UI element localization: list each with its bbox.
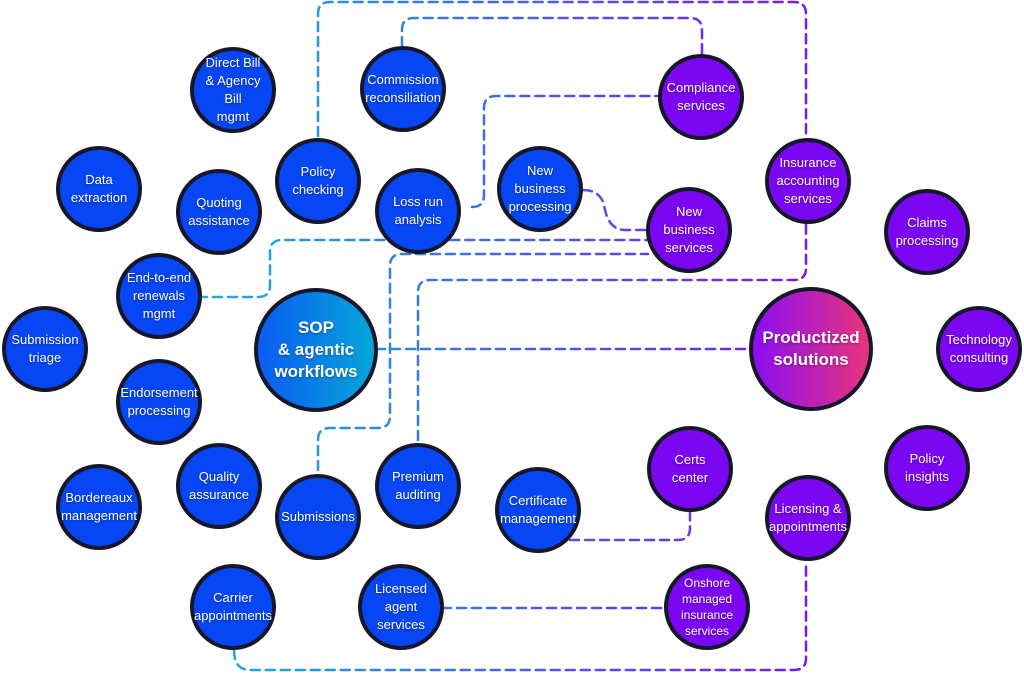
node-label: Loss run analysis (393, 194, 443, 227)
node-label: Licensed agent services (374, 581, 428, 632)
link-commission-to-compliance (400, 16, 704, 56)
node-label: Bordereaux management (61, 490, 137, 523)
node-label: Onshore managed insurance services (680, 576, 734, 638)
node-label: Certificate management (500, 493, 576, 526)
node-submissions[interactable]: Submissions (275, 474, 361, 560)
node-label: New business processing (508, 163, 572, 214)
link-loss-run-to-compliance (470, 94, 660, 209)
link-carrier-to-licensing (232, 560, 808, 672)
node-label: Endorsement processing (120, 385, 198, 418)
node-certificate-management[interactable]: Certificate management (495, 467, 581, 553)
node-loss-run-analysis[interactable]: Loss run analysis (375, 168, 461, 254)
node-commission-reconciliation[interactable]: Commission reconsiliation (360, 46, 446, 132)
node-new-business-processing[interactable]: New business processing (497, 146, 583, 232)
hub-label: SOP & agentic workflows (274, 318, 358, 381)
node-policy-checking[interactable]: Policy checking (275, 138, 361, 224)
node-label: Insurance accounting services (776, 155, 840, 206)
node-label: Direct Bill & Agency Bill mgmt (205, 55, 261, 124)
node-label: Submission triage (11, 332, 79, 365)
node-quoting-assistance[interactable]: Quoting assistance (176, 169, 262, 255)
node-label: Commission reconsiliation (365, 72, 441, 105)
node-new-business-services[interactable]: New business services (646, 187, 732, 273)
node-label: Licensing & appointments (768, 501, 848, 534)
node-label: Submissions (281, 509, 355, 524)
node-claims-processing[interactable]: Claims processing (884, 189, 970, 275)
node-carrier-appointments[interactable]: Carrier appointments (190, 564, 276, 650)
hub-label: Productized solutions (762, 328, 860, 369)
node-technology-consulting[interactable]: Technology consulting (936, 306, 1022, 392)
node-onshore-managed-insurance[interactable]: Onshore managed insurance services (664, 564, 750, 650)
link-policy-checking-to-insurance-accounting (316, 0, 808, 142)
node-compliance-services[interactable]: Compliance services (658, 54, 744, 140)
node-end-to-end-renewals[interactable]: End-to-end renewals mgmt (116, 253, 202, 339)
node-label: New business services (663, 204, 715, 255)
node-direct-bill-agency-bill[interactable]: Direct Bill & Agency Bill mgmt (190, 47, 276, 133)
node-licensing-appointments[interactable]: Licensing & appointments (765, 475, 851, 561)
node-label: Quoting assistance (188, 195, 250, 228)
node-policy-insights[interactable]: Policy insights (884, 425, 970, 511)
node-label: Quality assurance (189, 469, 249, 502)
hub-productized-solutions[interactable]: Productized solutions (749, 287, 873, 411)
node-label: Compliance services (666, 80, 736, 113)
link-submissions-to-new-business-services (316, 252, 650, 472)
node-premium-auditing[interactable]: Premium auditing (375, 443, 461, 529)
node-endorsement-processing[interactable]: Endorsement processing (116, 359, 202, 445)
node-insurance-accounting-services[interactable]: Insurance accounting services (765, 138, 851, 224)
node-label: Policy checking (292, 164, 344, 197)
link-renewals-to-new-business-services (196, 238, 650, 299)
node-label: Policy insights (904, 451, 950, 484)
link-premium-auditing-to-insurance-accounting (416, 218, 808, 442)
node-data-extraction[interactable]: Data extraction (56, 146, 142, 232)
hub-sop-agentic-workflows[interactable]: SOP & agentic workflows (254, 288, 378, 412)
node-certs-center[interactable]: Certs center (647, 426, 733, 512)
node-label: Premium auditing (391, 469, 444, 502)
node-label: Data extraction (70, 172, 128, 205)
link-certificate-to-certs-center (568, 510, 692, 542)
link-new-business-processing-to-new-business-services (581, 188, 650, 232)
node-label: Certs center (671, 452, 709, 485)
node-licensed-agent-services[interactable]: Licensed agent services (358, 564, 444, 650)
node-bordereaux-management[interactable]: Bordereaux management (56, 464, 142, 550)
node-label: End-to-end renewals mgmt (126, 270, 192, 321)
node-label: Technology consulting (946, 332, 1012, 365)
node-quality-assurance[interactable]: Quality assurance (176, 443, 262, 529)
node-label: Claims processing (895, 215, 959, 248)
node-label: Carrier appointments (193, 590, 273, 623)
node-submission-triage[interactable]: Submission triage (2, 306, 88, 392)
